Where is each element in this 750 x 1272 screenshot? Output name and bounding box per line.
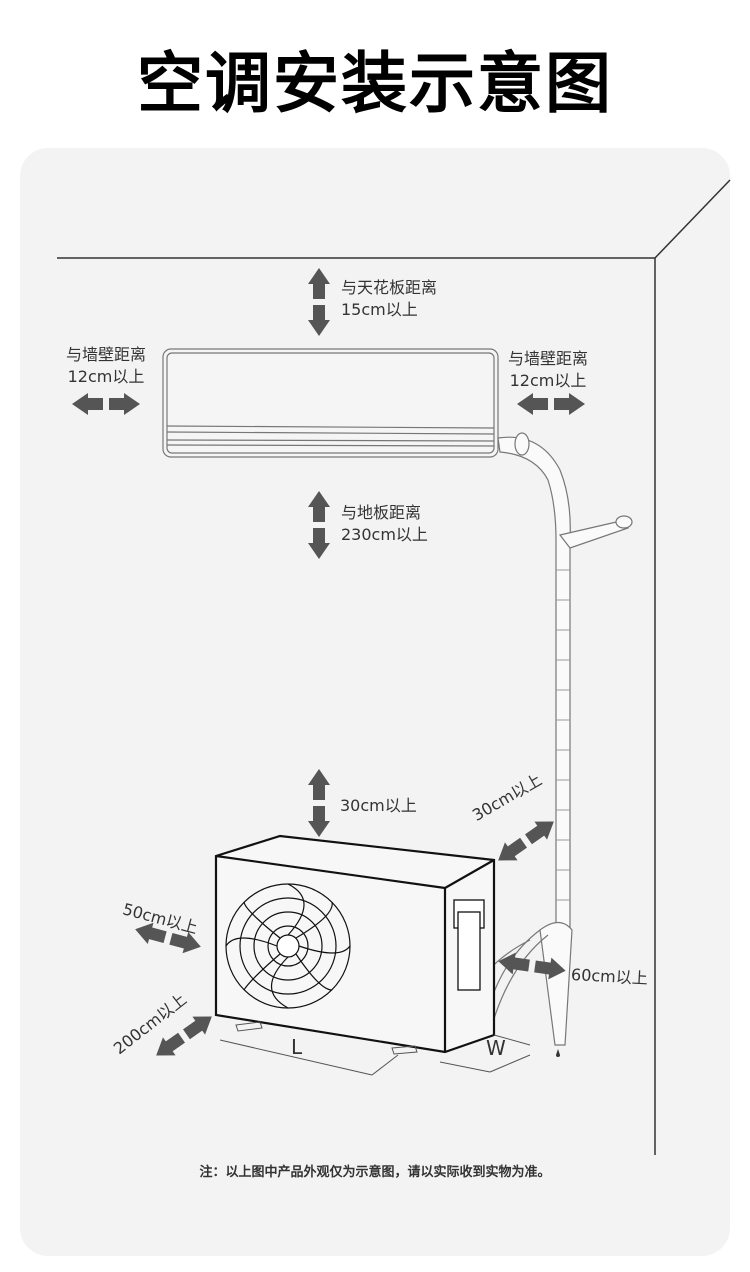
floor-gap-arrow-icon bbox=[308, 491, 330, 559]
left-wall-gap-arrow-icon bbox=[72, 393, 140, 415]
page-title: 空调安装示意图 bbox=[137, 45, 613, 122]
right-wall-gap-value: 12cm以上 bbox=[509, 371, 587, 390]
right-wall-gap-arrow-icon bbox=[517, 393, 585, 415]
outdoor-back-arrow-icon bbox=[491, 812, 561, 870]
width-dimension-label: W bbox=[486, 1036, 506, 1060]
diagram-card bbox=[20, 148, 730, 1256]
ceiling-gap-label: 与天花板距离 15cm以上 bbox=[341, 277, 437, 321]
left-wall-gap-label: 与墙壁距离 12cm以上 bbox=[66, 344, 146, 388]
ceiling-gap-arrow-icon bbox=[308, 268, 330, 336]
outdoor-top-gap-label: 30cm以上 bbox=[340, 796, 417, 815]
outdoor-unit bbox=[214, 834, 531, 1076]
ceiling-gap-title: 与天花板距离 bbox=[341, 278, 438, 297]
left-wall-gap-value: 12cm以上 bbox=[67, 367, 145, 386]
room-outline bbox=[57, 179, 731, 1155]
ceiling-gap-value: 15cm以上 bbox=[341, 300, 418, 319]
right-wall-gap-title: 与墙壁距离 bbox=[508, 349, 589, 368]
fan-grille-icon bbox=[225, 883, 351, 1009]
floor-gap-value: 230cm以上 bbox=[341, 525, 428, 544]
floor-gap-title: 与地板距离 bbox=[341, 503, 422, 522]
disclaimer-note: 注：以上图中产品外观仅为示意图，请以实际收到实物为准。 bbox=[199, 1165, 551, 1180]
left-wall-gap-title: 与墙壁距离 bbox=[66, 345, 147, 364]
outdoor-right-gap-label: 60cm以上 bbox=[570, 965, 649, 988]
indoor-pipe bbox=[497, 432, 633, 931]
indoor-unit bbox=[162, 348, 499, 458]
right-wall-gap-label: 与墙壁距离 12cm以上 bbox=[508, 348, 588, 392]
length-dimension-label: L bbox=[291, 1035, 303, 1059]
floor-gap-label: 与地板距离 230cm以上 bbox=[341, 502, 428, 546]
outdoor-top-arrow-icon bbox=[308, 769, 330, 837]
